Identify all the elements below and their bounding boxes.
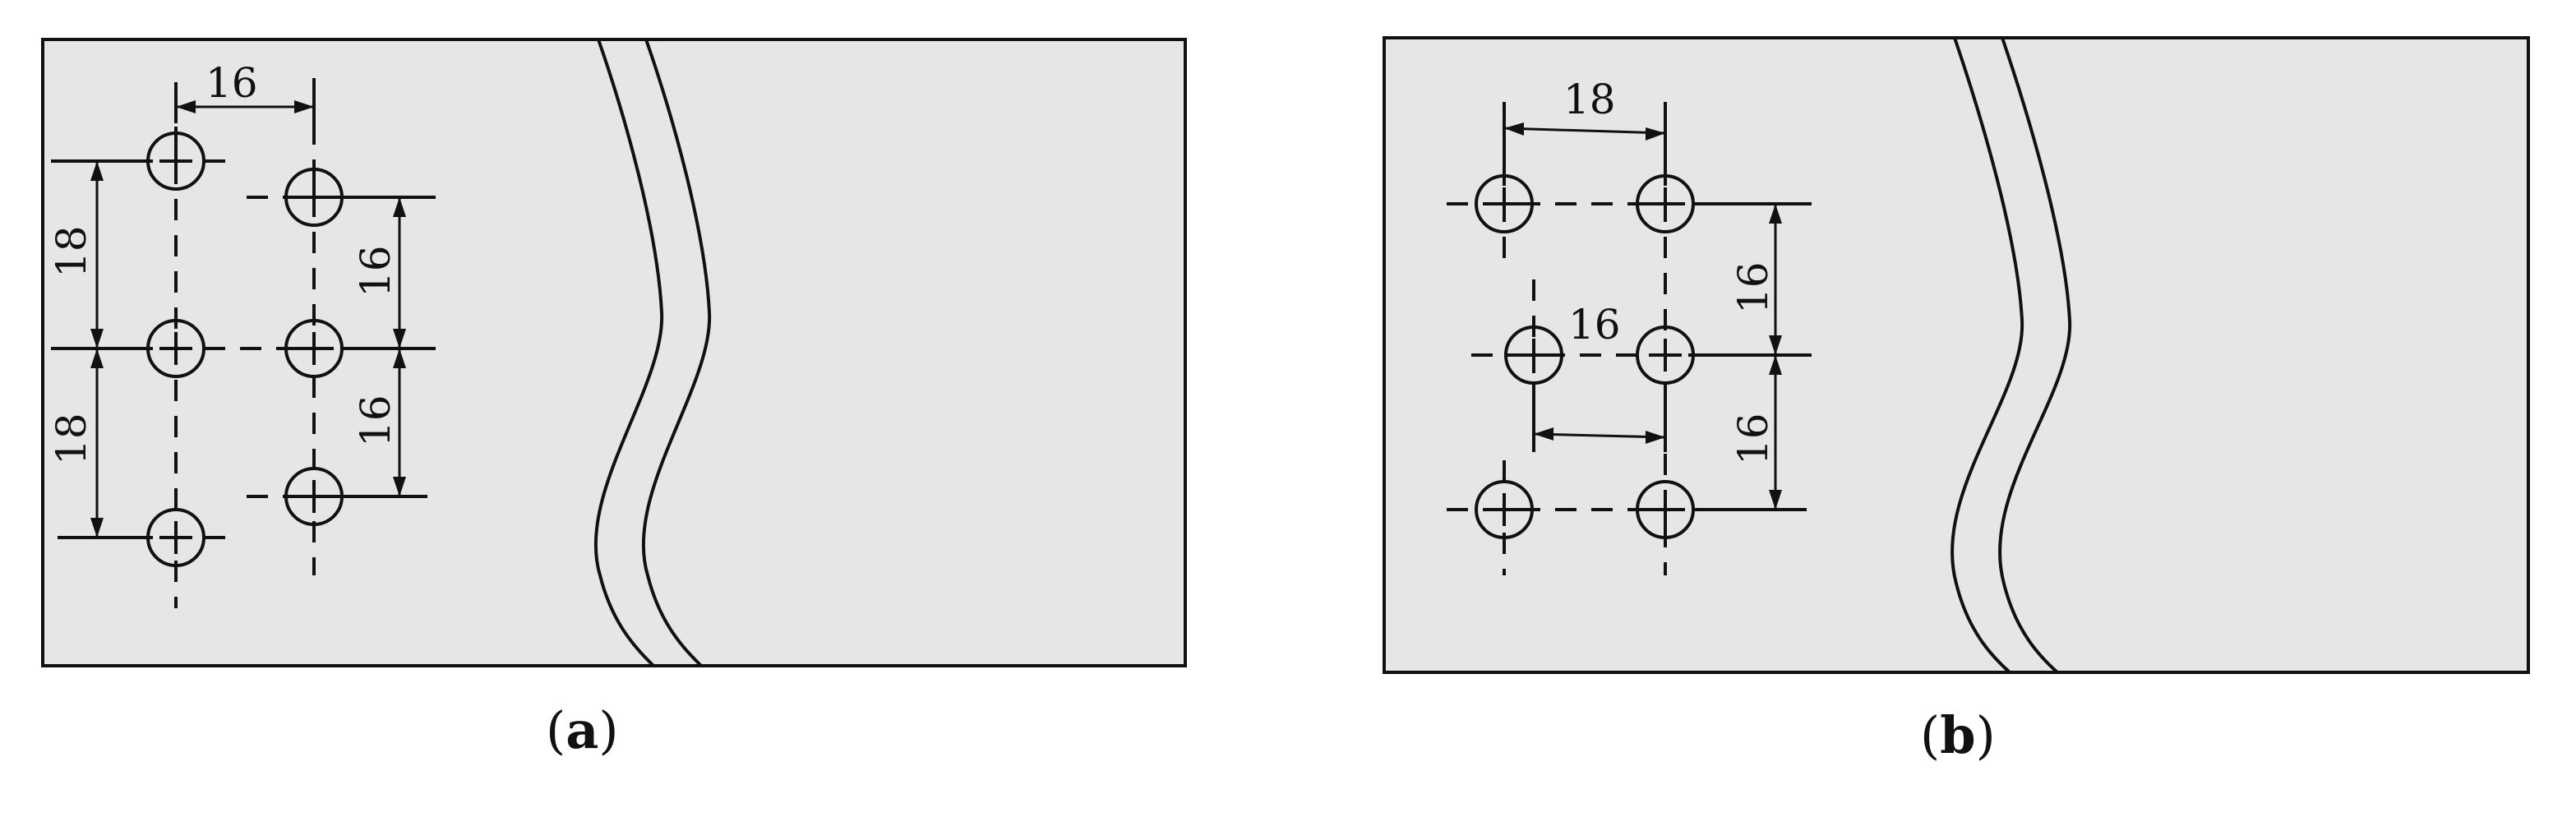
dim-right-lower-a: 16: [352, 395, 399, 447]
caption-a: (a): [546, 700, 619, 760]
weld-seam-a: [593, 39, 712, 667]
dim-top-b: 18: [1563, 76, 1616, 123]
dim-right-upper-a: 16: [352, 245, 399, 298]
plate-a: [41, 38, 1187, 667]
dim-left-upper-a: 18: [48, 225, 95, 278]
extension-lines-b: [1503, 102, 1812, 511]
dimension-lines-b: [1503, 122, 1782, 510]
dim-top-a: 16: [205, 59, 258, 107]
dim-middle-b: 16: [1568, 301, 1621, 348]
panel-b: 18 16 16 16 (b): [1383, 36, 2530, 765]
dim-right-lower-b: 16: [1729, 413, 1777, 465]
dimension-lines-a: [90, 100, 406, 538]
weld-seam-b: [1950, 37, 2072, 674]
dim-left-lower-a: 18: [48, 413, 95, 465]
caption-b: (b): [1920, 705, 1996, 765]
plate-b: [1383, 36, 2530, 674]
dim-right-upper-b: 16: [1729, 261, 1777, 314]
extension-lines-a: [51, 78, 436, 539]
panel-a: 16 18 18 16 16 (a): [41, 38, 1187, 760]
